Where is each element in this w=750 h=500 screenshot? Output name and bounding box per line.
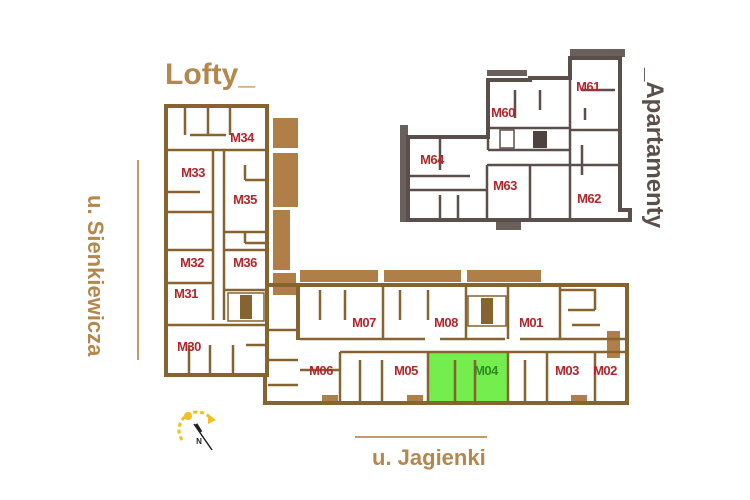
- unit-label-M63[interactable]: M63: [493, 178, 518, 193]
- unit-label-M02[interactable]: M02: [593, 363, 618, 378]
- unit-label-M60[interactable]: M60: [491, 105, 516, 120]
- unit-M33-area[interactable]: [168, 150, 213, 212]
- unit-M32-area[interactable]: [168, 212, 213, 283]
- unit-label-M35[interactable]: M35: [233, 192, 258, 207]
- compass-icon: N: [177, 410, 216, 451]
- unit-label-M04[interactable]: M04: [474, 363, 500, 378]
- unit-M03-area[interactable]: [508, 352, 595, 401]
- street-line-west: [137, 160, 139, 360]
- unit-M08-area[interactable]: [383, 287, 466, 339]
- unit-M61-area[interactable]: [570, 58, 620, 130]
- unit-M60-area[interactable]: [488, 80, 528, 128]
- unit-label-M07[interactable]: M07: [352, 315, 377, 330]
- unit-label-M30[interactable]: M30: [177, 339, 202, 354]
- unit-M04-area[interactable]: [428, 352, 508, 403]
- unit-label-M06[interactable]: M06: [309, 363, 334, 378]
- street-line-south: [355, 436, 487, 438]
- apartment-walls: [400, 49, 632, 230]
- unit-label-M34[interactable]: M34: [230, 130, 256, 145]
- lofty-title: Lofty_: [165, 58, 255, 91]
- balconies: [273, 118, 620, 401]
- unit-label-M62[interactable]: M62: [577, 191, 602, 206]
- unit-label-M61[interactable]: M61: [576, 79, 601, 94]
- unit-label-M05[interactable]: M05: [394, 363, 419, 378]
- lower-walls: [263, 283, 629, 405]
- unit-label-M64[interactable]: M64: [420, 152, 446, 167]
- street-jagienki: u. Jagienki: [372, 445, 486, 470]
- unit-M01-area[interactable]: [508, 287, 560, 339]
- unit-labels: M34 M33 M35 M32 M36 M31 M30 M07 M08 M01 …: [174, 79, 618, 378]
- unit-label-M08[interactable]: M08: [434, 315, 459, 330]
- lofty-walls: [164, 104, 269, 377]
- unit-label-M31[interactable]: M31: [174, 286, 199, 301]
- unit-label-M03[interactable]: M03: [555, 363, 580, 378]
- unit-label-M36[interactable]: M36: [233, 255, 258, 270]
- unit-label-M33[interactable]: M33: [181, 165, 206, 180]
- unit-M64-area[interactable]: [408, 137, 487, 220]
- compass-north-label: N: [196, 437, 202, 446]
- unit-label-M32[interactable]: M32: [180, 255, 205, 270]
- unit-M07-area[interactable]: [300, 287, 383, 339]
- unit-label-M01[interactable]: M01: [519, 315, 544, 330]
- unit-M35-area[interactable]: [224, 150, 265, 232]
- unit-zones: [168, 58, 625, 401]
